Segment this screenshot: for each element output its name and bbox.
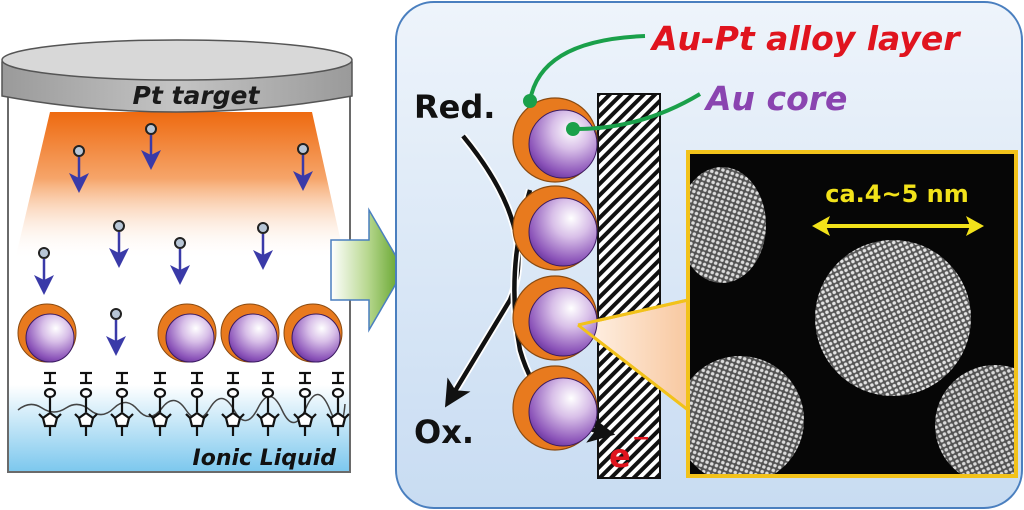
alloy-leader-dot	[523, 94, 537, 108]
particle-image	[935, 365, 1014, 474]
electron-charge-superscript: −	[632, 426, 650, 451]
pt-atom	[34, 247, 54, 295]
nanoparticle	[17, 303, 77, 363]
transition-arrow	[330, 207, 405, 333]
electron-label: e	[609, 437, 631, 475]
nanoparticle	[512, 365, 598, 451]
scale-bar-label: ca.4~5 nm	[825, 180, 969, 208]
ionic-liquid-label: Ionic Liquid	[193, 446, 337, 471]
ionic-liquid-molecule	[256, 371, 280, 436]
au-core-label: Au core	[703, 79, 847, 118]
ionic-liquid-pool	[9, 385, 349, 471]
cone-edges	[577, 298, 689, 412]
ionic-liquid-molecule	[221, 371, 245, 436]
nanoparticle	[512, 185, 598, 271]
oxidation-label: Ox.	[414, 413, 474, 451]
ionic-liquid-molecule	[326, 371, 350, 436]
ionic-liquid-molecule	[185, 371, 209, 436]
pt-atom	[141, 123, 161, 170]
electrode	[597, 93, 661, 479]
nanoparticles-electrode	[512, 97, 598, 451]
pt-atom	[106, 308, 126, 356]
pt-atom	[253, 222, 273, 270]
ionic-liquid-molecule	[74, 371, 98, 436]
nanoparticle	[512, 97, 598, 183]
pt-target-label: Pt target	[133, 81, 261, 110]
particle-image	[690, 167, 766, 283]
ionic-liquid-molecule	[293, 371, 317, 436]
ionic-liquid-molecules	[38, 371, 350, 436]
nanoparticle	[157, 303, 217, 363]
ionic-liquid-molecule	[110, 371, 134, 436]
core-leader-line	[572, 92, 702, 132]
particle-image	[690, 356, 804, 474]
pt-atom	[109, 220, 129, 268]
nanoparticle	[220, 303, 280, 363]
core-leader-dot	[566, 122, 580, 136]
electrocatalysis-panel: Au-Pt alloy layer Au core Red. Ox. e − c…	[395, 1, 1023, 509]
alloy-layer-label: Au-Pt alloy layer	[649, 19, 961, 58]
ionic-liquid-molecule	[148, 371, 172, 436]
pt-atom	[293, 143, 313, 191]
pt-atoms	[34, 123, 313, 356]
pt-target: Pt target	[1, 39, 353, 113]
particle-image-center	[815, 240, 971, 396]
nanoparticle	[512, 275, 598, 361]
scale-bar	[812, 216, 984, 236]
reduction-label: Red.	[414, 88, 495, 126]
ionic-liquid-molecule	[38, 371, 62, 436]
nanoparticle	[283, 303, 343, 363]
sputtering-chamber: Pt target Ionic Liquid	[1, 39, 353, 473]
alloy-leader-line	[528, 34, 646, 102]
tem-inset: ca.4~5 nm	[686, 150, 1018, 478]
pt-atom	[69, 145, 89, 193]
nanoparticles-left	[17, 303, 343, 363]
pt-atom	[170, 237, 190, 285]
